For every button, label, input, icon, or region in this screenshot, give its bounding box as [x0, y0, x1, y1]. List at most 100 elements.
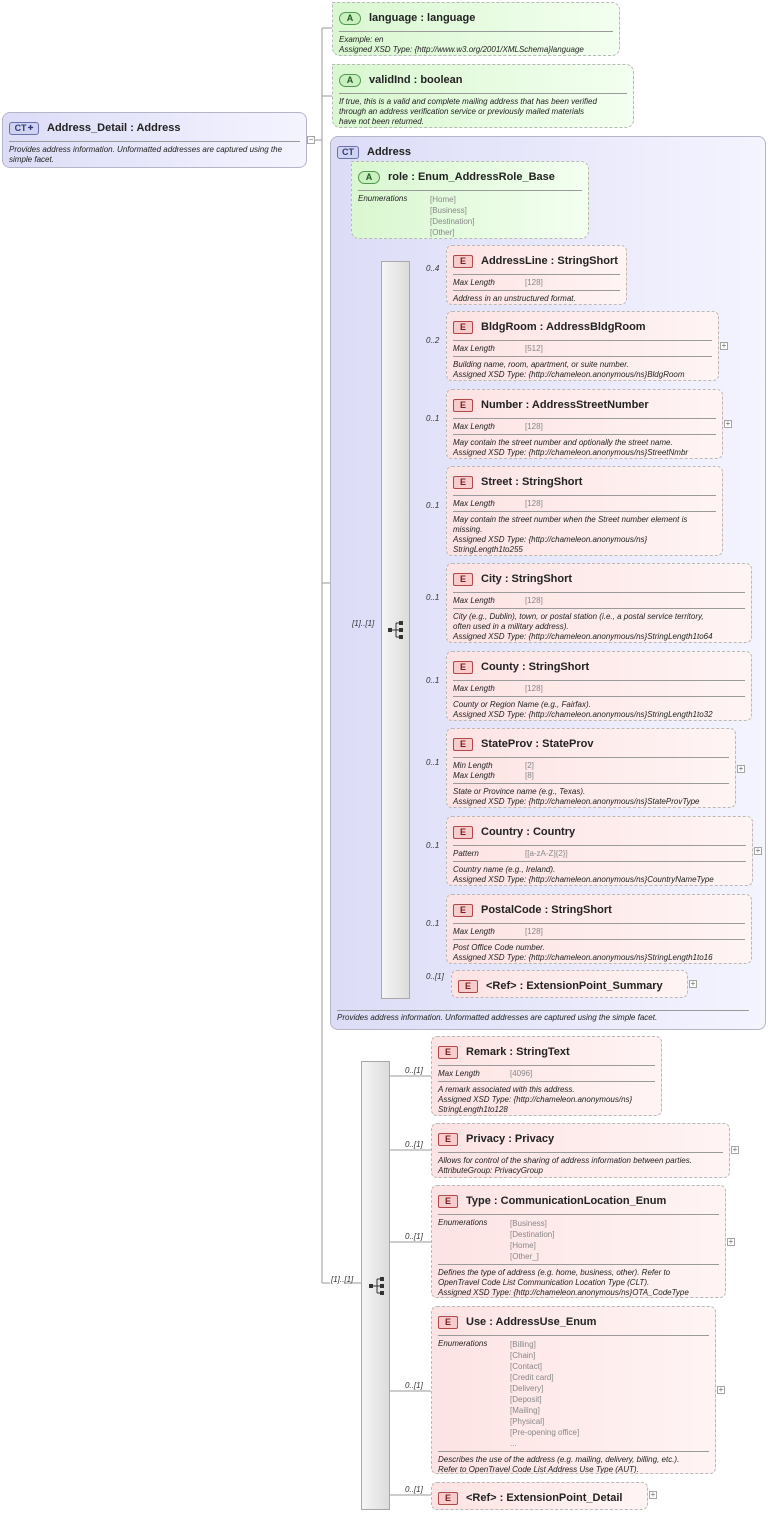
enumerations-label: Enumerations — [358, 194, 408, 203]
element-cardinality: 0..[1] — [405, 1485, 423, 1494]
element-name: <Ref> : ExtensionPoint_Summary — [486, 980, 663, 992]
element-type[interactable]: E Type : CommunicationLocation_Enum Enume… — [431, 1185, 726, 1298]
facet-label: Max Length — [453, 596, 495, 605]
element-name: Remark : StringText — [466, 1046, 570, 1058]
element-description: Building name, room, apartment, or suite… — [453, 360, 685, 379]
enum-value: [Chain] — [510, 1351, 536, 1360]
facet-value: [[a-zA-Z]{2}] — [525, 849, 568, 858]
facet-label: Max Length — [453, 927, 495, 936]
element-cardinality: 0..[1] — [405, 1140, 423, 1149]
element-icon: E — [458, 979, 478, 993]
facet-value: [4096] — [510, 1069, 533, 1078]
facet-label: Max Length — [453, 344, 495, 353]
element-name: <Ref> : ExtensionPoint_Detail — [466, 1492, 623, 1504]
element-name: Country : Country — [481, 826, 576, 838]
attribute-name: role : Enum_AddressRole_Base — [388, 171, 555, 183]
enum-value: [Pre-opening office] — [510, 1428, 580, 1437]
enum-value: [Other_] — [510, 1252, 539, 1261]
enum-value: [Home] — [430, 195, 456, 204]
element-cardinality: 0..1 — [426, 501, 440, 510]
attribute-description: If true, this is a valid and complete ma… — [339, 97, 597, 126]
expand-icon[interactable]: + — [689, 979, 697, 988]
enum-value: [Destination] — [430, 217, 475, 226]
enum-value: [Home] — [510, 1241, 536, 1250]
element-icon: E — [438, 1194, 458, 1208]
facet-value: [128] — [525, 596, 543, 605]
enumerations-label: Enumerations — [438, 1218, 488, 1227]
expand-icon[interactable]: + — [720, 341, 728, 350]
expand-icon[interactable]: + — [724, 419, 732, 428]
sequence-cardinality: [1]..[1] — [331, 1275, 354, 1284]
element-extensionpoint-detail[interactable]: E <Ref> : ExtensionPoint_Detail — [431, 1482, 648, 1510]
element-description: Country name (e.g., Ireland).Assigned XS… — [453, 865, 714, 884]
expand-icon[interactable]: + — [731, 1145, 739, 1154]
expand-icon[interactable]: + — [727, 1237, 735, 1246]
attribute-name: language : language — [369, 12, 476, 24]
enum-value: [Other] — [430, 228, 455, 237]
element-name: Type : CommunicationLocation_Enum — [466, 1195, 667, 1207]
sequence-icon — [369, 1277, 384, 1295]
enum-value: [Mailing] — [510, 1406, 540, 1415]
element-cardinality: 0..4 — [426, 264, 440, 273]
element-name: City : StringShort — [481, 573, 573, 585]
enum-value: [Credit card] — [510, 1373, 554, 1382]
enum-value: [Physical] — [510, 1417, 545, 1426]
element-icon: E — [438, 1315, 458, 1329]
element-description: Post Office Code number.Assigned XSD Typ… — [453, 943, 713, 962]
facet-value: [128] — [525, 684, 543, 693]
root-complex-type[interactable]: CT✚Address_Detail : Address Provides add… — [2, 112, 307, 168]
attribute-icon: A — [339, 73, 361, 87]
facet-value: [2] — [525, 761, 534, 770]
facet-value: [128] — [525, 499, 543, 508]
element-icon: E — [438, 1491, 458, 1505]
element-icon: E — [453, 254, 473, 268]
element-cardinality: 0..1 — [426, 414, 440, 423]
element-icon: E — [453, 903, 473, 917]
element-icon: E — [453, 660, 473, 674]
facet-value: [128] — [525, 422, 543, 431]
element-cardinality: 0..1 — [426, 841, 440, 850]
element-description: May contain the street number when the S… — [453, 515, 688, 554]
enum-value: [Destination] — [510, 1230, 555, 1239]
element-name: AddressLine : StringShort — [481, 255, 618, 267]
address-title: Address — [367, 146, 412, 158]
expand-icon[interactable]: + — [754, 846, 762, 855]
expand-icon[interactable]: + — [737, 764, 745, 773]
enum-value: ... — [510, 1439, 517, 1448]
element-icon: E — [438, 1132, 458, 1146]
expand-icon[interactable]: − — [307, 135, 315, 144]
address-description: Provides address information. Unformatte… — [337, 1013, 658, 1022]
element-icon: E — [453, 475, 473, 489]
expand-icon[interactable]: + — [717, 1385, 725, 1394]
enum-value: [Business] — [430, 206, 467, 215]
element-description: State or Province name (e.g., Texas).Ass… — [453, 787, 700, 806]
complex-type-icon: CT✚ — [9, 121, 39, 135]
facet-value: [512] — [525, 344, 543, 353]
element-cardinality: 0..1 — [426, 676, 440, 685]
element-cardinality: 0..[1] — [426, 972, 444, 981]
element-cardinality: 0..2 — [426, 336, 440, 345]
attribute-icon: A — [339, 11, 361, 25]
expand-icon[interactable]: + — [649, 1490, 657, 1499]
element-extensionpoint-summary[interactable]: E <Ref> : ExtensionPoint_Summary — [451, 970, 688, 998]
element-description: Address in an unstructured format. — [453, 294, 576, 303]
element-description: A remark associated with this address.As… — [438, 1085, 633, 1114]
facet-label: Max Length — [453, 771, 495, 780]
element-name: Privacy : Privacy — [466, 1133, 555, 1145]
